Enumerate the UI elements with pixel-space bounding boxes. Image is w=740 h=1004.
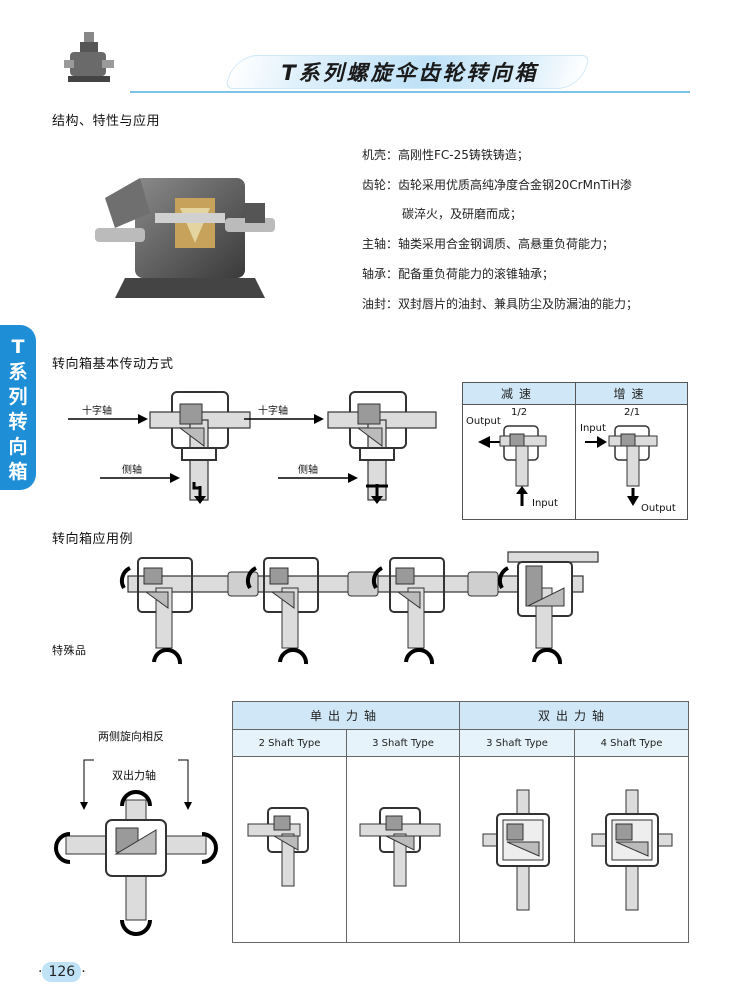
spec-gear-continued: 碳淬火，及研磨而成； (402, 207, 523, 221)
spec-oil-seal: 油封：双封唇片的油封、兼具防尘及防漏油的能力； (362, 297, 639, 311)
two-shaft-type-diagram (247, 807, 309, 887)
side-tab-label: T系列转向箱 (8, 336, 28, 483)
arrow-right-icon (68, 414, 148, 424)
type-header-3-shaft-b: 3 Shaft Type (460, 730, 574, 757)
table-divider-main (459, 702, 460, 942)
increase-output-label: Output (641, 503, 676, 514)
cross-shaft-label-2: 十字轴 (258, 406, 288, 417)
arrow-right-icon (278, 473, 358, 483)
gearbox-diagram-reduce (478, 425, 547, 506)
gearbox-diagram-basic-1 (149, 391, 251, 501)
shaft-type-table: 单出力轴 双出力轴 2 Shaft Type 3 Shaft Type 3 Sh… (232, 701, 689, 943)
side-shaft-label-1: 侧轴 (122, 465, 142, 476)
arrow-right-icon (244, 414, 324, 424)
double-output-shaft-label: 双出力轴 (112, 769, 156, 782)
output-arrow-icon (366, 484, 388, 504)
reduce-input-label: Input (532, 498, 558, 509)
speed-table: 减速 增速 (462, 382, 688, 520)
type-header-2-shaft: 2 Shaft Type (233, 730, 346, 757)
arrow-right-icon (100, 473, 180, 483)
gearbox-diagram-increase (585, 425, 658, 506)
opposite-rotation-label: 两侧旋向相反 (98, 730, 164, 743)
reduce-output-label: Output (466, 416, 501, 427)
side-shaft-label-2: 侧轴 (298, 465, 318, 476)
section-heading-transmission: 转向箱基本传动方式 (52, 357, 174, 372)
increase-input-label: Input (580, 423, 606, 434)
page-title: T系列螺旋伞齿轮转向箱 (281, 61, 539, 85)
gearbox-logo-icon (64, 32, 114, 82)
cross-shaft-label-1: 十字轴 (82, 406, 112, 417)
side-tab (0, 325, 36, 490)
speed-header-reduce: 减速 (463, 383, 575, 405)
three-shaft-type-single-diagram (359, 807, 441, 887)
table-divider-left (346, 730, 347, 942)
four-shaft-type-diagram (591, 789, 673, 911)
type-header-3-shaft-a: 3 Shaft Type (347, 730, 459, 757)
table-divider-right (574, 730, 575, 942)
page-number: ·126· (38, 962, 86, 982)
three-shaft-type-double-diagram (482, 789, 550, 911)
application-example-diagram (119, 551, 599, 665)
spec-housing: 机壳：高刚性FC-25铸铁铸造； (362, 148, 529, 162)
section-heading-application: 转向箱应用例 (52, 532, 134, 547)
gearbox-cutaway-image (95, 178, 275, 298)
header-divider (130, 91, 690, 93)
output-arrow-icon (192, 482, 206, 504)
single-output-header: 单出力轴 (233, 702, 459, 730)
page-number-value: 126 (42, 962, 82, 982)
type-header-4-shaft: 4 Shaft Type (575, 730, 688, 757)
section-heading-structure: 结构、特性与应用 (52, 114, 161, 129)
reduce-ratio: 1/2 (511, 407, 528, 418)
gearbox-diagram-basic-2 (327, 391, 437, 501)
increase-ratio: 2/1 (624, 407, 641, 418)
speed-header-increase: 增速 (576, 383, 687, 405)
special-product-label: 特殊品 (52, 644, 87, 657)
spec-shaft: 主轴：轴类采用合金钢调质、高悬重负荷能力； (362, 237, 615, 251)
spec-gear: 齿轮：齿轮采用优质高纯净度合金钢20CrMnTiH渗 (362, 178, 632, 192)
double-output-diagram (54, 759, 218, 936)
double-output-header: 双出力轴 (460, 702, 688, 730)
spec-bearing: 轴承：配备重负荷能力的滚锥轴承； (362, 267, 555, 281)
speed-table-divider (575, 383, 576, 519)
